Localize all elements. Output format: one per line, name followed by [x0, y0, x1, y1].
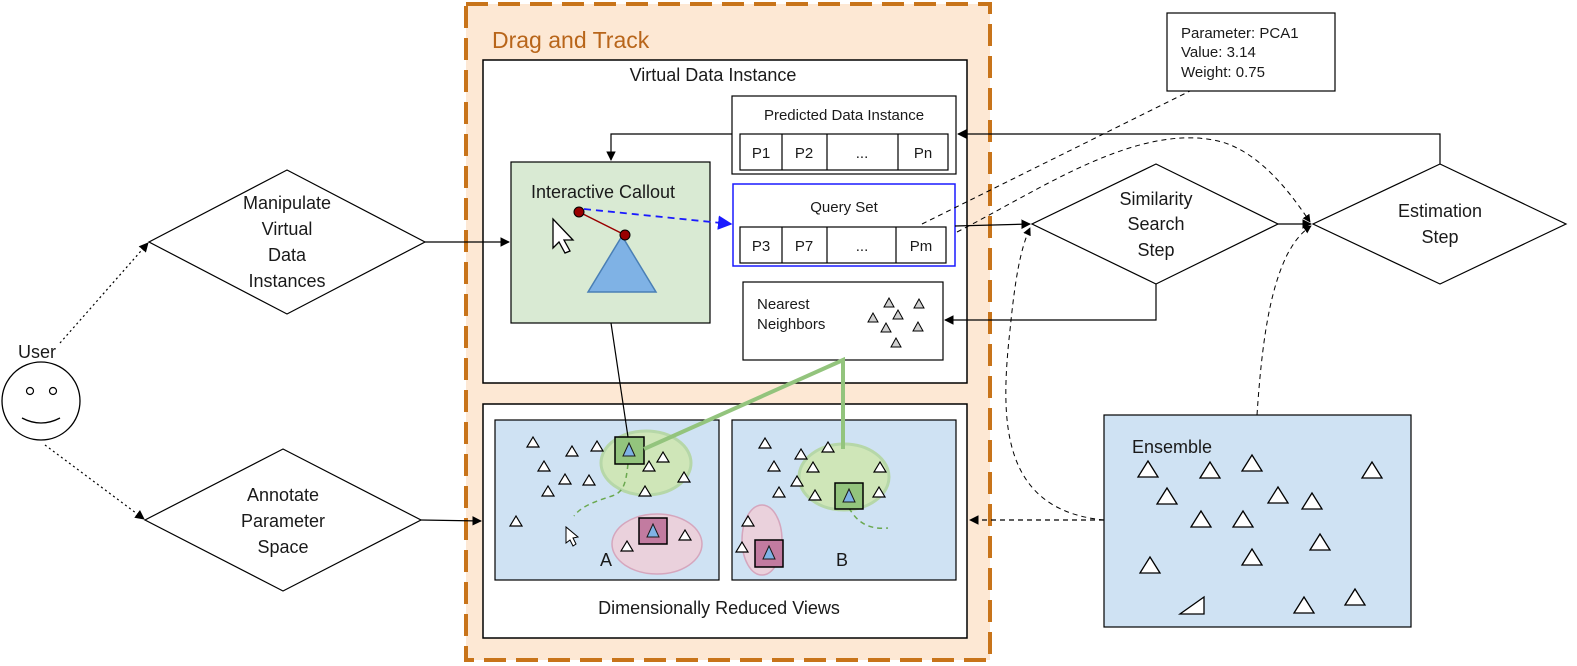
annotate-label-1: Annotate	[247, 485, 319, 505]
parameter-tooltip	[1166, 12, 1336, 92]
estimation-to-predicted-arrow	[957, 129, 1441, 164]
ensemble-label: Ensemble	[1132, 437, 1212, 457]
reduced-views-caption: Dimensionally Reduced Views	[598, 598, 840, 618]
view-b-points	[734, 436, 888, 553]
manipulate-label-3: Data	[268, 245, 307, 265]
nearest-neighbors-glyphs	[867, 296, 925, 348]
callout-triangle	[586, 234, 658, 293]
callout-handle-dot-1[interactable]	[573, 206, 585, 218]
annotate-label-2: Parameter	[241, 511, 325, 531]
user-label: User	[18, 342, 56, 362]
annotate-to-views-arrow	[420, 516, 482, 526]
manipulate-label-4: Instances	[248, 271, 325, 291]
tooltip-parameter: Parameter: PCA1	[1181, 25, 1299, 42]
frame-title: Drag and Track	[492, 27, 650, 53]
query-to-similarity-arrow	[954, 219, 1031, 230]
similarity-label-2: Search	[1127, 214, 1184, 234]
predicted-data-instance-title: Predicted Data Instance	[764, 107, 924, 124]
predicted-to-callout-arrow	[606, 133, 732, 161]
callout-to-view-a	[610, 322, 629, 438]
query-to-estimation-dashed	[956, 137, 1311, 233]
predicted-cell-2: P2	[795, 145, 813, 162]
ensemble-box	[1103, 414, 1412, 628]
query-set-title: Query Set	[810, 199, 878, 216]
predicted-cell-3: ...	[856, 145, 869, 162]
tooltip-weight: Weight: 0.75	[1181, 64, 1265, 81]
interactive-callout-title: Interactive Callout	[531, 182, 675, 202]
predicted-cell-4: Pn	[914, 145, 932, 162]
query-cells	[739, 226, 947, 264]
query-cell-2: P7	[795, 238, 813, 255]
nearest-neighbors-box	[742, 281, 944, 361]
annotate-label-3: Space	[257, 537, 308, 557]
manipulate-label-1: Manipulate	[243, 193, 331, 213]
ensemble-to-estimation-dashed	[1256, 225, 1312, 416]
cursor-icon	[552, 217, 575, 254]
view-b-label: B	[836, 550, 848, 570]
user-smiley-icon	[1, 361, 81, 441]
neighbor-link-lines	[643, 356, 845, 451]
ensemble-points	[1136, 453, 1384, 615]
callout-handle-dot-2[interactable]	[619, 229, 631, 241]
manipulate-diamond[interactable]	[147, 169, 427, 315]
interactive-callout-box	[510, 161, 711, 324]
similarity-label-3: Step	[1137, 240, 1174, 260]
predicted-cells	[739, 133, 949, 171]
predicted-cell-1: P1	[752, 145, 770, 162]
view-a-label: A	[600, 550, 612, 570]
tooltip-value: Value: 3.14	[1181, 44, 1256, 61]
estimation-label-1: Estimation	[1398, 201, 1482, 221]
estimation-diamond[interactable]	[1311, 163, 1568, 285]
nearest-neighbors-label-2: Neighbors	[757, 316, 825, 333]
estimation-label-2: Step	[1421, 227, 1458, 247]
similarity-to-neighbors-arrow	[944, 284, 1157, 325]
view-a-cursor-icon	[565, 525, 580, 547]
view-a-points	[508, 435, 693, 552]
query-cell-4: Pm	[910, 238, 933, 255]
ensemble-to-similarity-dashed	[1005, 227, 1105, 521]
nearest-neighbors-label-1: Nearest	[757, 296, 810, 313]
query-cell-3: ...	[856, 238, 869, 255]
query-cell-1: P3	[752, 238, 770, 255]
annotate-diamond[interactable]	[143, 448, 423, 592]
virtual-data-instance-title: Virtual Data Instance	[630, 65, 797, 85]
manipulate-label-2: Virtual	[262, 219, 313, 239]
similarity-label-1: Similarity	[1119, 189, 1192, 209]
